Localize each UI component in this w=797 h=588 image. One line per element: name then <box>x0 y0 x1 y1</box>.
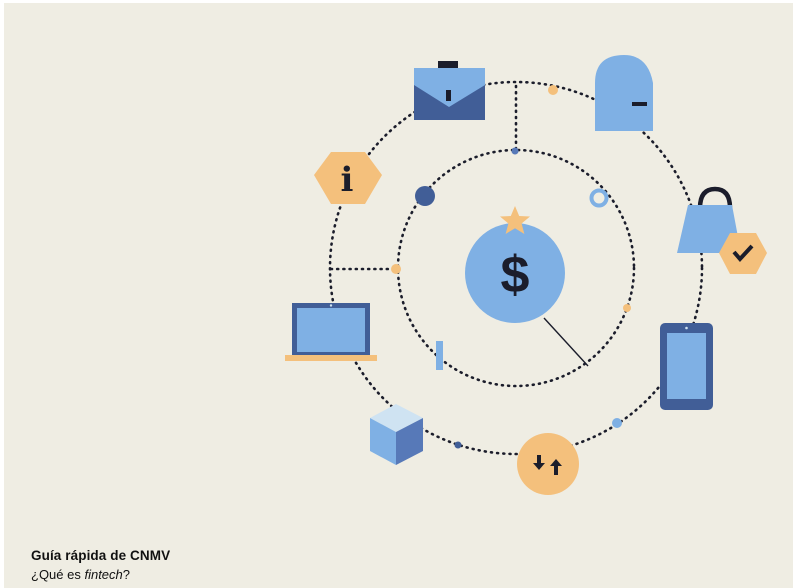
connector-diagonal <box>543 317 589 367</box>
subtitle-emphasis: fintech <box>84 567 123 582</box>
outer-dotted-ring <box>328 80 704 456</box>
dollar-coin-icon <box>465 223 565 323</box>
info-symbol: i <box>341 160 354 200</box>
caption: Guía rápida de CNMV ¿Qué es fintech? <box>31 548 170 582</box>
shopping-bag-icon <box>677 186 741 253</box>
dot-orange-inner-right <box>623 304 631 312</box>
dot-navy-inner-left <box>415 186 435 206</box>
subtitle-prefix: ¿Qué es <box>31 567 85 582</box>
exchange-arrows-icon <box>517 433 579 495</box>
person-head-icon <box>595 55 653 131</box>
subtitle-suffix: ? <box>122 567 131 582</box>
dot-blue-bottom-right <box>612 418 622 428</box>
dollar-symbol: $ <box>501 246 530 304</box>
smartphone-icon <box>660 323 713 410</box>
dot-blue-inner-top <box>511 147 519 155</box>
inner-dotted-ring <box>396 148 636 388</box>
bar-light-blue <box>436 341 443 370</box>
ring-outline-inner-right <box>589 188 609 208</box>
star-icon <box>500 206 530 234</box>
info-badge-icon <box>314 152 382 204</box>
person-mouth <box>632 102 647 106</box>
guide-subtitle: ¿Qué es fintech? <box>31 567 170 582</box>
dot-navy-bottom <box>454 441 462 449</box>
dot-orange-left <box>391 264 401 274</box>
dot-orange-top <box>548 85 558 95</box>
laptop-icon <box>285 303 377 361</box>
guide-title: Guía rápida de CNMV <box>31 548 171 563</box>
briefcase-icon <box>414 61 485 120</box>
fintech-illustration: $ i <box>285 55 767 495</box>
checkmark-icon <box>732 244 754 263</box>
guide-page: $ i <box>4 3 793 588</box>
cube-icon <box>370 404 423 465</box>
exchange-arrows <box>533 455 562 475</box>
